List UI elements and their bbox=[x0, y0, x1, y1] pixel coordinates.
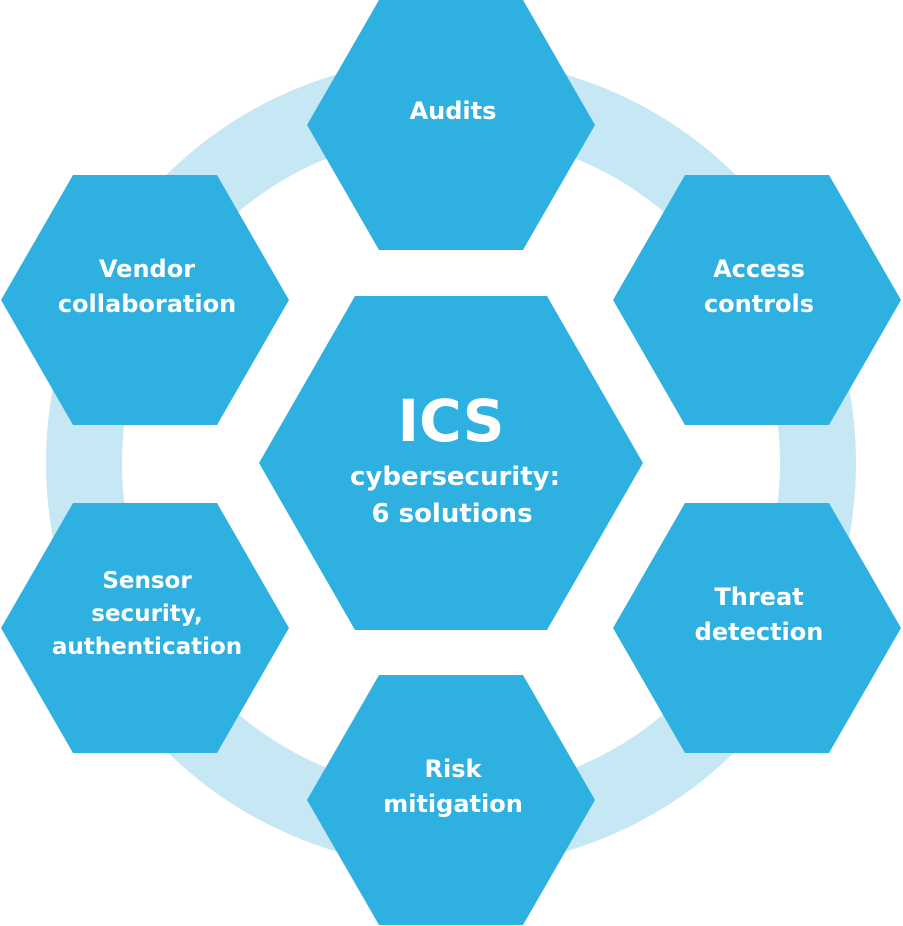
center-hexagon-shape bbox=[259, 296, 643, 630]
hexagon-shape bbox=[307, 675, 595, 925]
hexagon-shape bbox=[1, 503, 289, 753]
hexagon-label-line: Risk bbox=[425, 755, 483, 783]
hexagon-label-line: detection bbox=[695, 618, 824, 646]
hexagon-label-line: collaboration bbox=[58, 290, 236, 318]
hexagon-label-line: Vendor bbox=[99, 255, 195, 283]
hexagon-shape bbox=[307, 0, 595, 250]
hexagon-label-line: authentication bbox=[52, 634, 242, 660]
center-hexagon: ICS cybersecurity: 6 solutions bbox=[259, 296, 643, 630]
hexagon-label-line: security, bbox=[91, 601, 202, 627]
center-subtitle-line2: 6 solutions bbox=[371, 499, 532, 529]
hexagon-audits: Audits bbox=[307, 0, 595, 250]
hexagon-shape bbox=[613, 503, 901, 753]
hexagon-risk-mitigation: Risk mitigation bbox=[307, 675, 595, 925]
hexagon-label-line: Sensor bbox=[102, 568, 192, 594]
center-title: ICS bbox=[398, 387, 505, 455]
hexagon-label-line: Audits bbox=[410, 97, 497, 125]
hexagon-shape bbox=[1, 175, 289, 425]
hexagon-label-line: Threat bbox=[714, 583, 803, 611]
hexagon-label-line: controls bbox=[704, 290, 814, 318]
hexagon-threat-detection: Threat detection bbox=[613, 503, 901, 753]
hexagon-label-line: mitigation bbox=[383, 790, 523, 818]
center-subtitle-line1: cybersecurity: bbox=[350, 462, 560, 492]
hexagon-access-controls: Access controls bbox=[613, 175, 901, 425]
hexagon-label-line: Access bbox=[713, 255, 805, 283]
hexagon-vendor-collaboration: Vendor collaboration bbox=[1, 175, 289, 425]
hexagon-sensor-security: Sensor security, authentication bbox=[1, 503, 289, 753]
hexagon-shape bbox=[613, 175, 901, 425]
